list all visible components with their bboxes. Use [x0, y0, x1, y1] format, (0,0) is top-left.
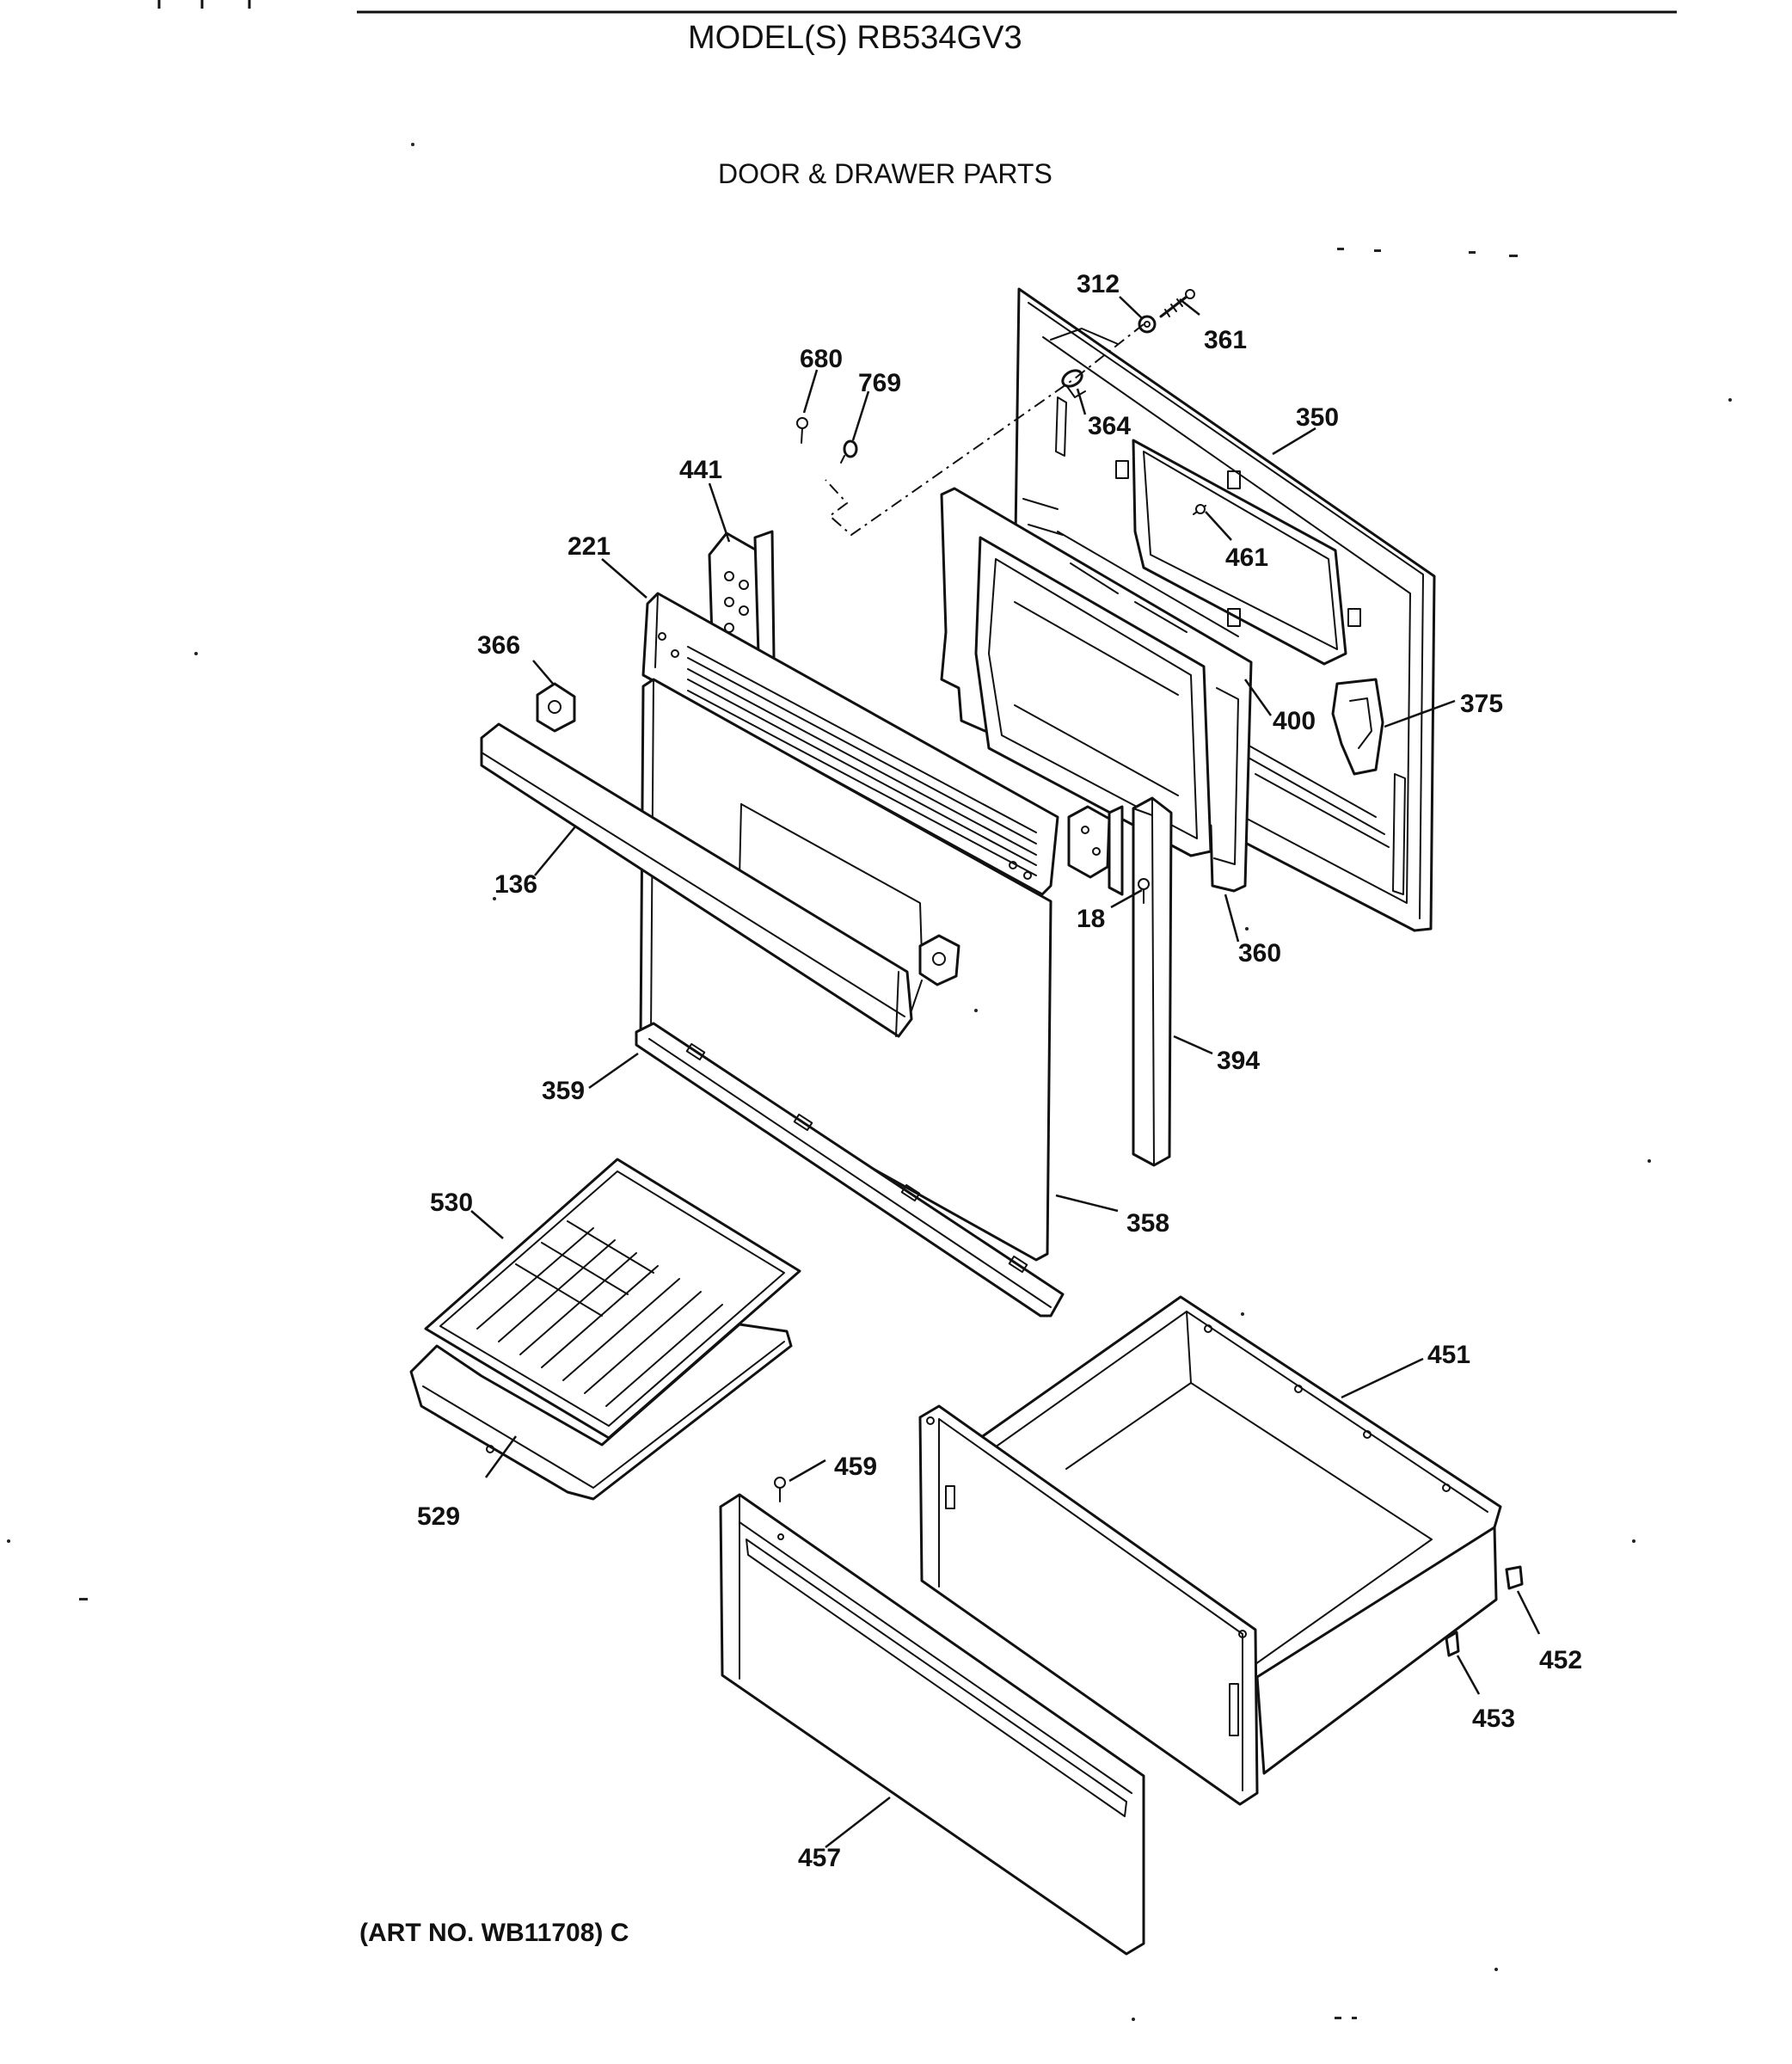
label-394: 394: [1217, 1047, 1260, 1075]
part-400-glass: [1057, 531, 1239, 637]
label-360: 360: [1238, 939, 1281, 968]
label-680: 680: [800, 345, 843, 373]
leader-lines: [470, 296, 1541, 1848]
label-529: 529: [417, 1502, 460, 1531]
part-769-clip: [840, 439, 858, 464]
part-361-bolt: [1159, 289, 1195, 318]
label-530: 530: [430, 1189, 473, 1217]
part-375-bracket: [1331, 678, 1384, 776]
label-451: 451: [1427, 1341, 1470, 1369]
part-461-screw: [1193, 504, 1206, 515]
label-441: 441: [679, 456, 722, 484]
part-359-bottom-trim: [635, 1022, 1065, 1318]
label-312: 312: [1077, 270, 1120, 298]
part-394-side-trim: [1132, 796, 1173, 1167]
label-400: 400: [1273, 707, 1316, 735]
part-459-screw: [774, 1477, 786, 1502]
label-769: 769: [858, 369, 901, 397]
section-title: DOOR & DRAWER PARTS: [718, 158, 1052, 189]
label-358: 358: [1126, 1209, 1169, 1238]
part-452-clip: [1505, 1565, 1524, 1590]
label-359: 359: [542, 1077, 585, 1105]
label-350: 350: [1296, 403, 1339, 432]
part-312-nut: [1138, 315, 1157, 334]
part-366-bumper: [536, 682, 576, 733]
label-366: 366: [477, 631, 520, 660]
scan-specks: [7, 143, 1732, 2021]
label-453: 453: [1472, 1705, 1515, 1733]
part-18-hinge: [1067, 805, 1150, 904]
assembly-line: [825, 323, 1145, 537]
part-136-handle: [480, 722, 913, 1038]
label-452: 452: [1539, 1646, 1582, 1674]
part-451-drawer-frame: [918, 1404, 1259, 1806]
label-361: 361: [1204, 326, 1247, 354]
art-number: (ART NO. WB11708) C: [359, 1919, 629, 1947]
part-360-window-frame: [940, 487, 1253, 893]
label-18: 18: [1077, 905, 1105, 933]
part-680-screw: [796, 417, 808, 444]
part-221-vent-trim: [641, 592, 1059, 896]
label-459: 459: [834, 1453, 877, 1481]
part-453-screw: [1445, 1631, 1460, 1657]
label-375: 375: [1460, 690, 1503, 718]
part-366-bumper-on-door: [918, 934, 960, 986]
part-530-broiler-grid: [424, 1158, 801, 1440]
label-461: 461: [1225, 544, 1268, 572]
label-136: 136: [494, 870, 537, 899]
label-221: 221: [568, 532, 611, 561]
part-529-broiler-pan: [409, 1323, 793, 1501]
part-457-drawer-front: [719, 1493, 1145, 1956]
label-457: 457: [798, 1844, 841, 1872]
part-labels: 312 361 680 769 364 350 441 461 221 366 …: [417, 270, 1582, 1872]
model-heading: MODEL(S) RB534GV3: [688, 20, 1022, 56]
label-364: 364: [1088, 412, 1131, 440]
